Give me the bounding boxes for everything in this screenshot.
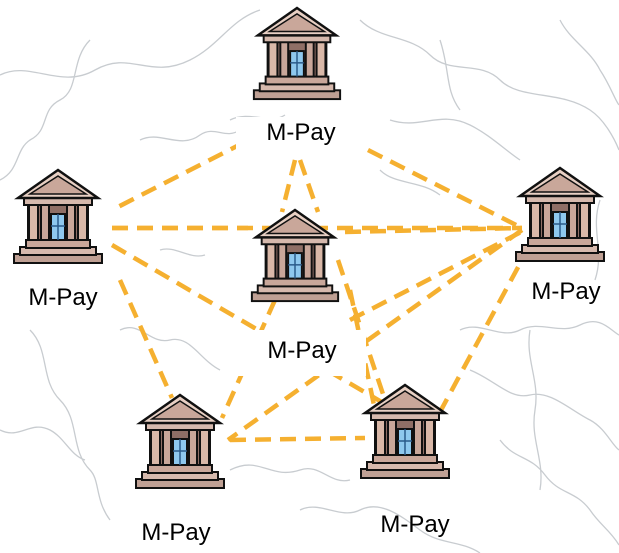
- bank-building-icon: [12, 168, 104, 265]
- bank-node-left: M-Pay: [12, 168, 104, 311]
- bank-building-icon: [252, 6, 342, 101]
- connection-line-top-center-secondary: [297, 159, 321, 213]
- connection-line-right-bottom-right: [438, 243, 532, 414]
- node-label: M-Pay: [141, 519, 210, 546]
- connection-line-extra-0: [348, 227, 527, 323]
- bank-building-icon: [514, 166, 606, 263]
- connection-line-bottom-left-bottom-right: [229, 435, 366, 443]
- label-background: [238, 330, 366, 376]
- bank-building-icon: [250, 208, 340, 303]
- connection-line-left-bottom-left: [117, 279, 175, 399]
- node-label: M-Pay: [266, 119, 335, 146]
- node-label: M-Pay: [531, 278, 600, 305]
- connection-line-top-left: [110, 139, 247, 213]
- node-label: M-Pay: [380, 511, 449, 538]
- connection-line-right-bottom-left: [226, 228, 524, 442]
- connection-line-center-right: [344, 225, 523, 235]
- bank-building-icon: [134, 393, 226, 490]
- connection-line-top-right: [366, 147, 524, 231]
- connection-line-left-bottom-right: [110, 243, 394, 410]
- label-background: [236, 117, 366, 157]
- bank-node-center: M-Pay: [238, 208, 366, 376]
- connection-line-top-center: [279, 159, 298, 213]
- bank-node-right: M-Pay: [514, 166, 606, 305]
- node-label: M-Pay: [267, 337, 336, 364]
- node-label: M-Pay: [28, 284, 97, 311]
- bank-node-top: M-Pay: [236, 6, 366, 157]
- bank-node-bottom-left: M-Pay: [134, 393, 226, 546]
- bank-node-bottom-right: M-Pay: [359, 383, 451, 538]
